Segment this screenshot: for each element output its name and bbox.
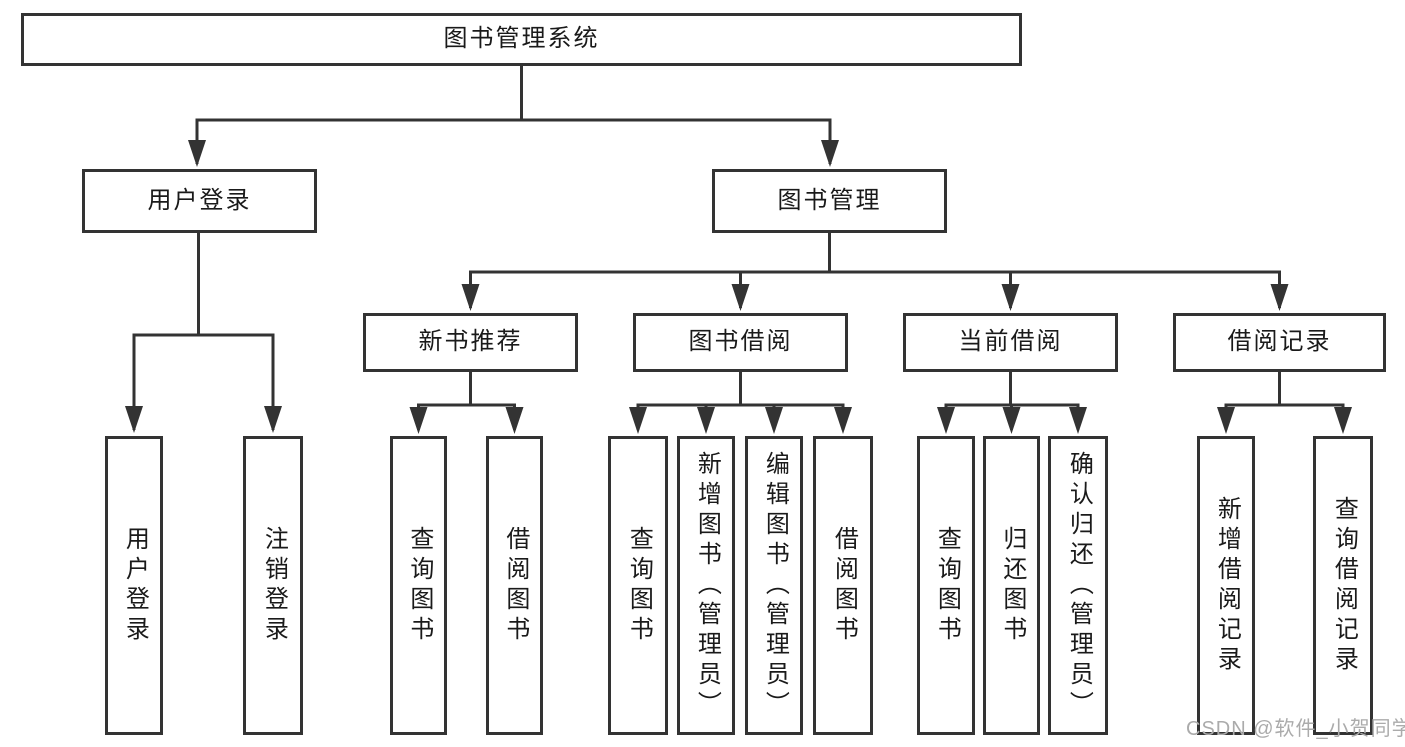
leaf-return-books: 归还图书 [983, 436, 1040, 735]
leaf-borrow-books-recommendation: 借阅图书 [486, 436, 543, 735]
node-borrowing-records: 借阅记录 [1173, 313, 1386, 372]
node-current-borrowing: 当前借阅 [903, 313, 1118, 372]
connector-user-login-to-leaves [125, 233, 282, 433]
node-book-management: 图书管理 [712, 169, 947, 233]
leaf-add-books-admin: 新增图书（管理员） [677, 436, 735, 735]
leaf-add-borrow-record: 新增借阅记录 [1197, 436, 1255, 735]
node-book-borrowing: 图书借阅 [633, 313, 848, 372]
connector-book-management-to-level3 [461, 233, 1289, 311]
leaf-query-books-recommendation: 查询图书 [390, 436, 447, 735]
leaf-query-books-current: 查询图书 [917, 436, 975, 735]
connector-root-to-level2 [188, 66, 839, 167]
connector-new-book-rec-to-leaves [409, 372, 524, 434]
leaf-borrow-books: 借阅图书 [813, 436, 873, 735]
leaf-query-books-borrowing: 查询图书 [608, 436, 668, 735]
leaf-logout: 注销登录 [243, 436, 303, 735]
csdn-watermark: CSDN @软件_小贺同学 [1186, 718, 1405, 740]
leaf-query-borrow-record: 查询借阅记录 [1313, 436, 1373, 735]
node-user-login: 用户登录 [82, 169, 317, 233]
connector-current-borrow-to-leaves [937, 372, 1087, 434]
node-new-book-recommendation: 新书推荐 [363, 313, 578, 372]
leaf-edit-books-admin: 编辑图书（管理员） [745, 436, 803, 735]
leaf-user-login: 用户登录 [105, 436, 163, 735]
connector-book-borrow-to-leaves [629, 372, 852, 434]
connector-borrow-records-to-leaves [1217, 372, 1352, 434]
node-library-management-system: 图书管理系统 [21, 13, 1022, 66]
leaf-confirm-return-admin: 确认归还（管理员） [1048, 436, 1108, 735]
